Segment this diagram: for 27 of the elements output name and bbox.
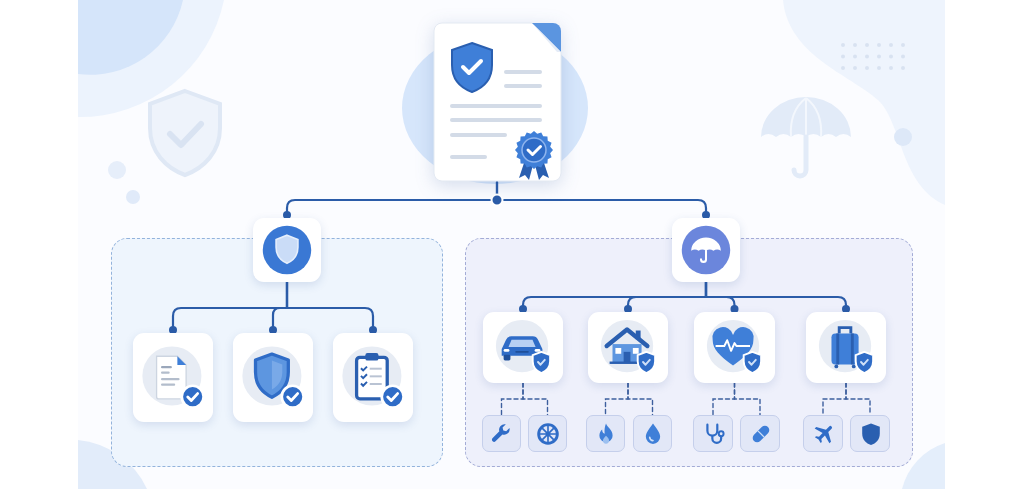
- icon-tile: [253, 218, 321, 282]
- icon-tile: [587, 311, 668, 383]
- icon-tile: [332, 332, 413, 422]
- dashed-connector-line: [845, 382, 871, 416]
- dashed-connector-line: [522, 382, 549, 416]
- icon-tile: [805, 311, 886, 383]
- icon-tile: [693, 311, 775, 383]
- icon-tile: [232, 332, 313, 422]
- small-icon-tile: [849, 414, 890, 452]
- icon-tile: [482, 311, 563, 383]
- small-icon-tile: [692, 414, 733, 452]
- small-icon-tile: [481, 414, 521, 452]
- certificate-document-picture: [432, 22, 562, 182]
- connector-line: [704, 280, 850, 314]
- dashed-connector-line: [627, 382, 654, 416]
- group-panel: [465, 238, 913, 467]
- small-icon-tile: [527, 414, 567, 452]
- small-icon-tile: [585, 414, 625, 452]
- icon-tile: [132, 332, 213, 422]
- small-icon-tile: [739, 414, 780, 452]
- dashed-connector-line: [733, 382, 761, 416]
- connector-line: [285, 280, 377, 335]
- group-panel: [111, 238, 443, 467]
- icon-tile: [672, 218, 740, 282]
- connector-line: [495, 180, 710, 220]
- small-icon-tile: [802, 414, 843, 452]
- small-icon-tile: [632, 414, 672, 452]
